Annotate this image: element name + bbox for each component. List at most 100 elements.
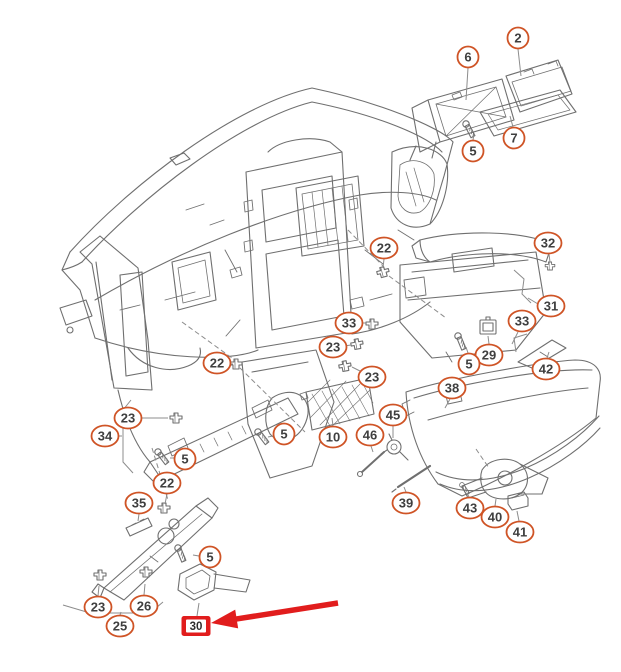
callout-label: 42 xyxy=(539,362,553,377)
callout-38[interactable]: 38 xyxy=(437,376,467,400)
callout-29[interactable]: 29 xyxy=(474,343,504,367)
callout-5[interactable]: 5 xyxy=(457,352,481,376)
callout-22[interactable]: 22 xyxy=(369,236,399,260)
callout-22[interactable]: 22 xyxy=(202,351,232,375)
callout-label: 41 xyxy=(513,525,527,540)
callout-5[interactable]: 5 xyxy=(173,447,197,471)
part-storage-housing xyxy=(399,247,547,363)
callout-label: 22 xyxy=(210,356,224,371)
callout-40[interactable]: 40 xyxy=(480,505,510,529)
callout-label: 31 xyxy=(544,299,558,314)
dashed-links-layer xyxy=(62,229,532,614)
callout-5[interactable]: 5 xyxy=(198,545,222,569)
callout-22[interactable]: 22 xyxy=(152,471,182,495)
callout-43[interactable]: 43 xyxy=(455,496,485,520)
screw-parts xyxy=(150,118,480,564)
callout-label: 39 xyxy=(399,496,413,511)
callout-5[interactable]: 5 xyxy=(461,139,485,163)
callout-26[interactable]: 26 xyxy=(129,594,159,618)
callout-label: 6 xyxy=(464,50,471,65)
callout-label: 34 xyxy=(98,429,113,444)
callout-label: 26 xyxy=(137,599,151,614)
clip-parts xyxy=(93,261,556,581)
callout-highlighted-30[interactable]: 30 xyxy=(181,616,211,636)
callout-label: 40 xyxy=(488,510,502,525)
part-latch xyxy=(380,433,409,461)
bracket-for-34 xyxy=(122,399,134,474)
callout-label: 23 xyxy=(91,600,105,615)
selection-arrow xyxy=(211,600,339,629)
callout-42[interactable]: 42 xyxy=(531,357,561,381)
callout-label: 33 xyxy=(342,316,356,331)
part-tray-mat xyxy=(479,89,577,137)
callout-label: 33 xyxy=(515,314,529,329)
callout-23[interactable]: 23 xyxy=(113,406,143,430)
callout-label: 5 xyxy=(280,427,287,442)
part-storage-tray xyxy=(409,78,515,161)
part-handle-bracket xyxy=(177,563,251,601)
part-lock-cylinder xyxy=(507,491,529,511)
callout-label: 23 xyxy=(365,370,379,385)
part-console-trim xyxy=(241,349,335,479)
callout-41[interactable]: 41 xyxy=(505,520,535,544)
callout-33[interactable]: 33 xyxy=(334,311,364,335)
callout-45[interactable]: 45 xyxy=(378,403,408,427)
callout-label: 46 xyxy=(363,428,377,443)
callout-23[interactable]: 23 xyxy=(83,595,113,619)
part-left-vent-opening xyxy=(171,251,217,311)
callout-label: 45 xyxy=(386,408,400,423)
callout-34[interactable]: 34 xyxy=(90,424,120,448)
callout-46[interactable]: 46 xyxy=(355,423,385,447)
callout-33[interactable]: 33 xyxy=(507,309,537,333)
callout-label: 5 xyxy=(181,452,188,467)
callout-label: 25 xyxy=(113,619,127,634)
callout-10[interactable]: 10 xyxy=(318,425,348,449)
callout-label: 5 xyxy=(469,144,476,159)
callout-label: 10 xyxy=(326,430,340,445)
callout-39[interactable]: 39 xyxy=(391,491,421,515)
callout-label: 30 xyxy=(190,621,203,633)
part-trim-strip xyxy=(517,339,567,369)
part-lower-left-trim xyxy=(91,497,219,601)
callout-label: 5 xyxy=(465,357,472,372)
callout-label: 38 xyxy=(445,381,459,396)
callout-23[interactable]: 23 xyxy=(318,335,348,359)
callout-35[interactable]: 35 xyxy=(124,491,154,515)
part-damper-rod xyxy=(391,464,432,493)
part-glovebox-upper-trim xyxy=(411,232,553,263)
callout-31[interactable]: 31 xyxy=(536,294,566,318)
callout-label: 5 xyxy=(206,550,213,565)
part-glovebox xyxy=(401,359,601,497)
callout-25[interactable]: 25 xyxy=(105,614,135,638)
part-dashboard-body xyxy=(61,87,454,370)
part-switch xyxy=(479,316,497,335)
part-driver-lower-trim xyxy=(143,397,299,485)
callout-label: 2 xyxy=(514,31,521,46)
callout-5[interactable]: 5 xyxy=(272,422,296,446)
callout-23[interactable]: 23 xyxy=(357,365,387,389)
callout-2[interactable]: 2 xyxy=(506,26,530,50)
callout-label: 29 xyxy=(482,348,496,363)
part-right-end-vent xyxy=(390,146,449,228)
callout-label: 7 xyxy=(510,131,517,146)
callout-label: 23 xyxy=(326,340,340,355)
callout-6[interactable]: 6 xyxy=(456,45,480,69)
part-defroster-grille xyxy=(299,377,375,431)
part-bracket-35 xyxy=(125,517,153,537)
part-hinge-pin xyxy=(356,451,385,478)
bracket-for-31 xyxy=(513,269,532,304)
callout-7[interactable]: 7 xyxy=(502,126,526,150)
part-left-end-frame xyxy=(59,235,153,463)
part-glovebox-lock xyxy=(461,458,549,500)
callout-label: 22 xyxy=(160,476,174,491)
bracket-for-33 xyxy=(513,333,528,353)
callout-label: 32 xyxy=(541,236,555,251)
part-tray-lid xyxy=(505,59,573,113)
callout-32[interactable]: 32 xyxy=(533,231,563,255)
part-right-vent xyxy=(295,175,365,257)
callout-label: 35 xyxy=(132,496,146,511)
callout-label: 23 xyxy=(121,411,135,426)
